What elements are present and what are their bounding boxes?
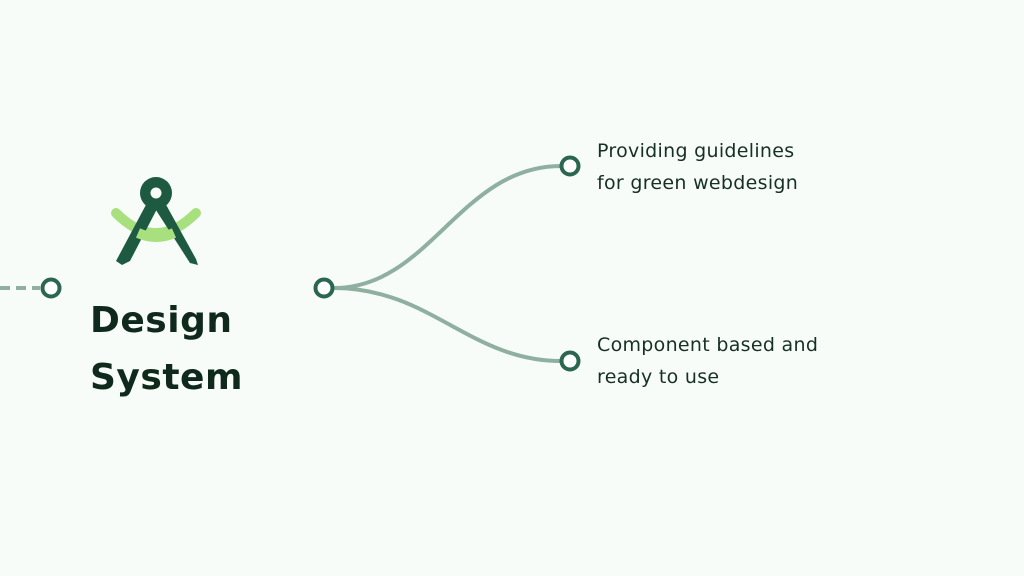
branch-label-line-1: Providing guidelines [597,140,795,162]
branch-connector-top [332,164,563,290]
title-line-2: System [90,357,243,398]
branch-label-line-2: for green webdesign [597,172,799,194]
drafting-compass-icon [111,177,201,265]
junction-node [313,277,335,299]
branch-label-line-2: ready to use [597,366,720,388]
branch-label-line-1: Component based and [597,334,819,356]
branch-connector-bottom [332,286,563,363]
title-line-1: Design [90,300,233,341]
diagram-title: Design System [90,292,243,406]
branch-node-bottom [559,350,581,372]
branch-node-top [559,155,581,177]
branch-label-components: Component based and ready to use [597,329,818,393]
branch-label-guidelines: Providing guidelines for green webdesign [597,135,798,199]
incoming-node [40,277,62,299]
